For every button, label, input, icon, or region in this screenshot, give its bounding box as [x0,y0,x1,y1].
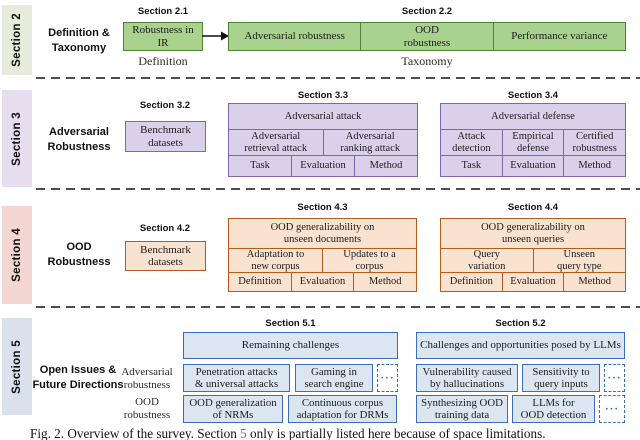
task-cell: Task [250,160,270,172]
method-cell: Method [353,273,416,291]
taxonomy-bar: Adversarial robustness OOD robustness Pe… [228,22,626,51]
ood-robustness-cell: OOD robustness [360,23,492,50]
section-2-2-header: Section 2.2 [401,6,453,17]
adversarial-defense-group: Adversarial defense Attack detection Emp… [440,103,626,177]
more-ellipsis-box: ··· [604,364,625,392]
adversarial-retrieval-attack-cell: Adversarial retrieval attack [244,130,308,154]
ood-generalization-nrms-box: OOD generalization of NRMs [183,395,283,423]
evaluation-cell: Evaluation [290,273,354,291]
adversarial-attack-group: Adversarial attack Adversarial retrieval… [228,103,418,177]
robustness-in-ir-box: Robustness in IR [123,22,203,51]
remaining-challenges-box: Remaining challenges [183,332,398,359]
section-4-3-header: Section 4.3 [297,202,348,213]
more-ellipsis-box: ··· [599,395,625,423]
section-5-tab-label: Section 5 [11,339,23,394]
section-2-band-title: Definition & Taxonomy [48,27,110,54]
definition-caption: Definition [138,54,188,68]
section-4-band-title: OOD Robustness [47,241,111,268]
task-cell: Task [461,160,482,172]
dashed-separator [36,306,640,308]
caption-text: Fig. 2. Overview of the survey. Section [30,426,241,440]
adversarial-ranking-attack-cell: Adversarial ranking attack [322,130,418,155]
section-2-tab: Section 2 [2,5,32,75]
section-4-4-header: Section 4.4 [507,202,559,213]
llms-ood-detection-box: LLMs for OOD detection [512,395,595,423]
definition-cell: Definition [238,276,282,288]
benchmark-datasets-box-ood: Benchmark datasets [125,241,206,271]
synthesizing-ood-data-box: Synthesizing OOD training data [416,395,508,423]
taxonomy-caption: Taxonomy [401,54,453,68]
attack-detection-cell: Attack detection [452,130,491,154]
evaluation-cell: Evaluation [291,156,354,176]
gaming-search-engine-box: Gaming in search engine [295,364,373,392]
section-5-1-header: Section 5.1 [265,318,316,329]
caption-text: only is partially listed here because of… [246,426,546,440]
benchmark-datasets-box-adv: Benchmark datasets [125,121,206,152]
penetration-attacks-box: Penetration attacks & universal attacks [183,364,290,392]
method-cell: Method [354,156,417,176]
section-5-2-header: Section 5.2 [495,318,546,329]
adaptation-new-corpus-cell: Adaptation to new corpus [246,248,305,272]
section-2-1-header: Section 2.1 [137,6,189,17]
query-variation-cell: Query variation [468,248,506,272]
section-3-band-title: Adversarial Robustness [47,126,111,153]
sensitivity-query-inputs-box: Sensitivity to query inputs [522,364,600,392]
ood-unseen-documents-title: OOD generalizability on unseen documents [270,221,375,245]
evaluation-cell: Evaluation [501,156,564,176]
method-cell: Method [563,273,625,291]
unseen-query-type-cell: Unseen query type [532,249,626,272]
llm-challenges-box: Challenges and opportunities posed by LL… [416,332,625,359]
vulnerability-hallucinations-box: Vulnerability caused by hallucinations [416,364,518,392]
section-5-band-title: Open Issues & Future Directions [32,364,124,391]
adversarial-robustness-cell: Adversarial robustness [244,30,345,43]
ood-robustness-row-label: OOD robustness [123,396,171,421]
section-5-link[interactable]: 5 [240,426,247,440]
method-cell: Method [563,156,625,176]
arrow-right-icon [202,31,229,41]
section-3-tab: Section 3 [2,90,32,187]
dashed-separator [36,77,640,79]
more-ellipsis-box: ··· [377,364,398,392]
section-4-2-header: Section 4.2 [139,223,191,234]
section-5-tab: Section 5 [2,318,32,415]
performance-variance-cell: Performance variance [492,23,625,50]
dashed-separator [36,188,640,190]
section-2-tab-label: Section 2 [11,13,23,67]
adversarial-attack-title: Adversarial attack [284,110,362,122]
evaluation-cell: Evaluation [501,273,564,291]
section-4-tab-label: Section 4 [11,228,23,282]
adversarial-defense-title: Adversarial defense [491,110,575,122]
definition-cell: Definition [449,276,493,288]
updates-to-corpus-cell: Updates to a corpus [322,249,416,272]
section-3-tab-label: Section 3 [11,111,23,166]
continuous-corpus-adaptation-box: Continuous corpus adaptation for DRMs [288,395,397,423]
section-3-2-header: Section 3.2 [139,100,191,111]
figure-caption: Fig. 2. Overview of the survey. Section … [30,426,638,440]
certified-robustness-cell: Certified robustness [563,130,625,155]
ood-unseen-queries-group: OOD generalizability on unseen queries Q… [440,218,626,292]
section-3-4-header: Section 3.4 [507,90,559,101]
ood-unseen-documents-group: OOD generalizability on unseen documents… [228,218,417,292]
section-4-tab: Section 4 [2,206,32,304]
adversarial-robustness-row-label: Adversarial robustness [121,366,173,391]
section-3-3-header: Section 3.3 [297,90,349,101]
ood-unseen-queries-title: OOD generalizability on unseen queries [481,221,585,245]
empirical-defense-cell: Empirical defense [501,130,564,155]
